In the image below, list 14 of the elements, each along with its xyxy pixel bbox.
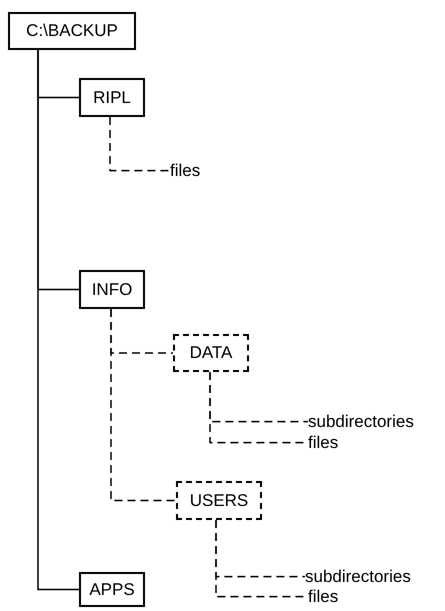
node-label: subdirectories (305, 566, 411, 588)
node-label: files (308, 432, 338, 454)
connector-line (109, 117, 170, 172)
connector-line (110, 309, 176, 502)
node-label: subdirectories (308, 411, 414, 432)
folder-box: INFO (79, 270, 145, 309)
folder-box: APPS (79, 572, 145, 607)
folder-box: C:\BACKUP (8, 12, 136, 50)
node-label: files (308, 586, 338, 608)
folder-box: USERS (176, 481, 262, 520)
folder-box: DATA (173, 334, 249, 372)
node-label: files (170, 160, 200, 182)
connector-line (37, 50, 79, 590)
folder-box: RIPL (79, 78, 145, 117)
